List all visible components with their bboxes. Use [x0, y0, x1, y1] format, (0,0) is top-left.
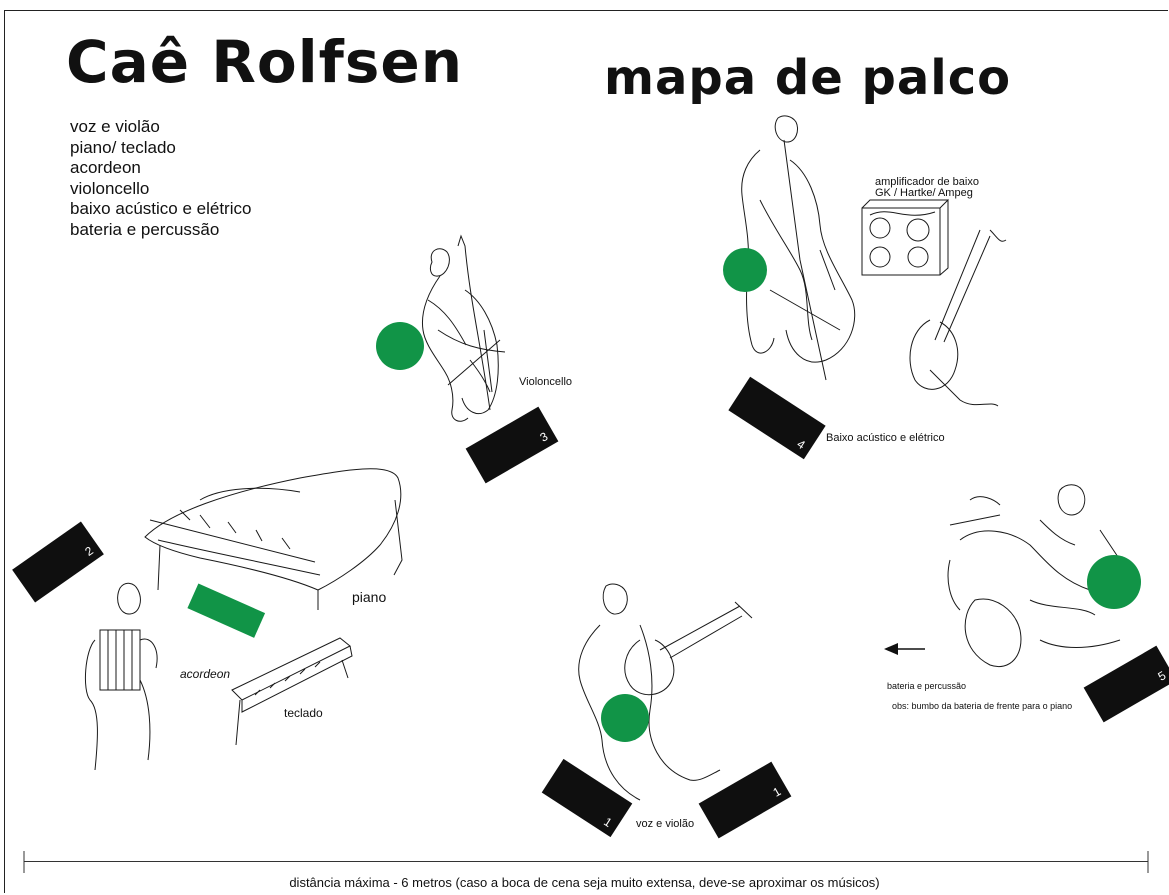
instrument-item: voz e violão [70, 117, 160, 136]
instrument-list: voz e violão piano/ teclado acordeon vio… [70, 117, 251, 240]
singer-position-marker [601, 694, 649, 742]
label-baixo: Baixo acústico e elétrico [826, 432, 945, 444]
monitor-number: 4 [794, 436, 808, 453]
monitor-number: 5 [1155, 668, 1169, 684]
instrument-item: baixo acústico e elétrico [70, 199, 252, 218]
accordion-position-marker [187, 583, 266, 638]
piano-sketch [144, 468, 403, 610]
instrument-item: bateria e percussão [70, 219, 220, 239]
bassist-sketch [741, 115, 856, 381]
artist-title: Caê Rolfsen [66, 28, 464, 96]
label-teclado: teclado [284, 706, 323, 720]
bass-amp-sketch [861, 198, 949, 276]
label-bateria-note: obs: bumbo da bateria de frente para o p… [892, 701, 1073, 711]
instrument-item: piano/ teclado [70, 137, 176, 157]
monitor-number: 1 [601, 814, 615, 830]
footer-note: distância máxima - 6 metros (caso a boca… [289, 875, 880, 890]
amp-label-line1: amplificador de baixo [875, 176, 979, 188]
monitor-number: 3 [537, 429, 551, 445]
map-subtitle: mapa de palco [604, 50, 1012, 106]
instrument-item: acordeon [70, 158, 141, 177]
distance-line [24, 861, 1148, 862]
monitor-number: 1 [770, 784, 784, 800]
label-violoncello: Violoncello [519, 376, 573, 388]
cellist-sketch [421, 234, 506, 422]
electric-bass-sketch [909, 229, 1007, 407]
cello-position-marker [376, 322, 424, 370]
bass-position-marker [723, 248, 767, 292]
label-piano: piano [352, 589, 387, 605]
singer-sketch [578, 583, 753, 801]
page-frame [4, 10, 1168, 893]
label-bateria: bateria e percussão [887, 681, 967, 691]
label-acordeon: acordeon [180, 667, 231, 681]
drums-position-marker [1087, 555, 1141, 609]
label-voz-violao: voz e violão [636, 818, 695, 830]
monitor-number: 2 [82, 543, 96, 559]
drumkit-sketch [947, 484, 1131, 667]
amp-label-line2: GK / Hartke/ Ampeg [875, 187, 973, 199]
instrument-item: violoncello [70, 178, 150, 198]
direction-arrow [884, 643, 925, 655]
keyboard-sketch [231, 637, 353, 746]
accordion-player-sketch [85, 582, 158, 771]
